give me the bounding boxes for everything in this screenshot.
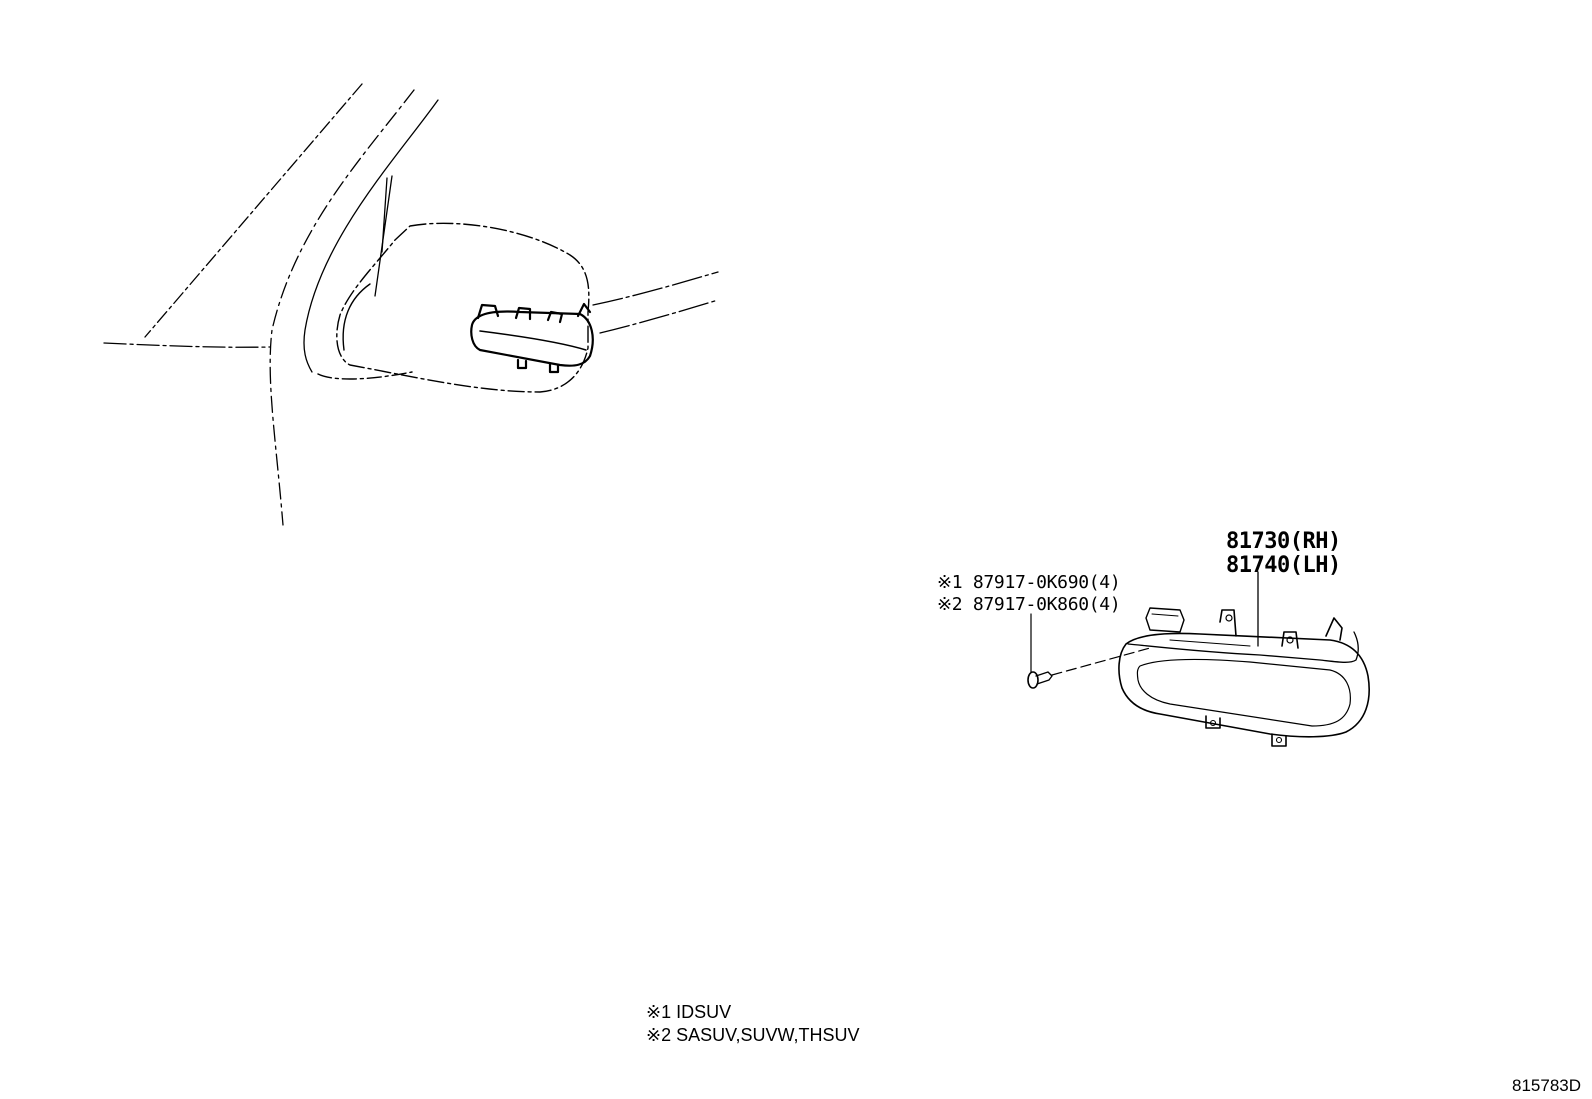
part-label-lamp-rh: 81730(RH)	[1226, 529, 1341, 554]
lamp-tab-bottom-1	[1205, 715, 1221, 729]
lamp-lens-face	[1136, 658, 1351, 727]
lamp-tab-top-2	[1281, 631, 1299, 649]
part-label-fastener-1: ※1 87917-0K690(4)	[937, 572, 1121, 593]
side-turn-lamp-assembly	[1118, 571, 1370, 747]
windshield-edge	[144, 83, 363, 338]
mirror-base-lower	[317, 371, 413, 380]
lamp-connector	[1145, 607, 1185, 633]
door-line-upper	[592, 271, 719, 306]
mirror-inner-curve	[342, 283, 371, 351]
door-line-lower	[599, 299, 719, 334]
lamp-lens-body	[1118, 632, 1370, 738]
hood-line	[103, 342, 271, 348]
lamp-tab-bottom-2	[1271, 733, 1287, 747]
screw-fastener	[1027, 613, 1151, 689]
footnote-1: ※1 IDSUV	[646, 1002, 732, 1022]
diagram-reference-number: 815783D	[1512, 1076, 1582, 1095]
mirror-housing-shell	[336, 222, 590, 393]
footnote-2: ※2 SASUV,SUVW,THSUV	[646, 1025, 860, 1045]
mirror-lamp-silhouette	[470, 302, 594, 374]
pillar-outer	[269, 89, 415, 526]
lamp-tab-top-3	[1325, 617, 1343, 641]
part-label-lamp-lh: 81740(LH)	[1226, 553, 1341, 578]
lamp-tab-top-1	[1219, 609, 1237, 637]
screw-install-line	[1051, 647, 1151, 676]
part-label-fastener-2: ※2 87917-0K860(4)	[937, 594, 1121, 615]
pillar-strip-b	[374, 175, 393, 297]
mirror-housing	[317, 222, 594, 393]
pillar-inner	[303, 99, 439, 373]
lamp-housing-rail	[1127, 631, 1359, 663]
vehicle-body-outline	[103, 83, 719, 526]
screw-shank	[1035, 671, 1053, 685]
screw-head	[1027, 671, 1039, 689]
